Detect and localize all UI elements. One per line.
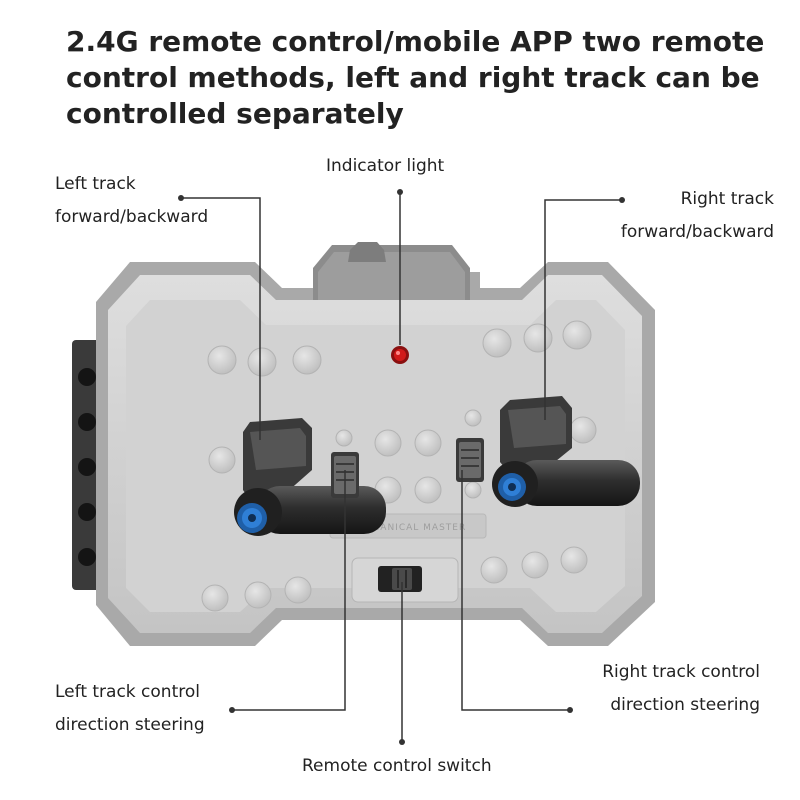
headline-line-3: controlled separately bbox=[66, 97, 404, 130]
callout-remote-switch: Remote control switch bbox=[302, 750, 492, 783]
callout-right-track-line-2: forward/backward bbox=[620, 222, 774, 242]
leader-lines bbox=[181, 192, 622, 742]
power-switch[interactable] bbox=[351, 557, 459, 603]
callout-left-track-line-2: forward/backward bbox=[55, 207, 209, 227]
callout-indicator-line-1: Indicator light bbox=[326, 156, 445, 176]
callout-left-steering-line-2: direction steering bbox=[55, 715, 205, 735]
callout-right-steering-line-2: direction steering bbox=[610, 695, 760, 715]
emboss-text: MECHANICAL MASTER bbox=[350, 523, 466, 533]
callout-left-steering-line-1: Left track control bbox=[55, 682, 200, 702]
indicator-light bbox=[391, 346, 409, 364]
callout-left-steering: Left track control direction steering bbox=[55, 676, 205, 742]
callout-right-track: Right track forward/backward bbox=[621, 183, 774, 249]
leader-right-steering bbox=[461, 470, 570, 711]
leader-left-steering bbox=[232, 470, 346, 711]
lego-studs bbox=[201, 320, 597, 612]
leader-dots bbox=[178, 189, 625, 745]
callout-left-track: Left track forward/backward bbox=[55, 168, 208, 234]
callout-right-track-line-1: Right track bbox=[680, 189, 774, 209]
callout-indicator-light: Indicator light bbox=[326, 150, 444, 183]
callout-right-steering: Right track control direction steering bbox=[602, 656, 760, 722]
right-steering-switch[interactable] bbox=[456, 438, 484, 482]
callout-switch-line-1: Remote control switch bbox=[302, 756, 492, 776]
callout-left-track-line-1: Left track bbox=[55, 174, 136, 194]
side-connector-panel bbox=[72, 340, 102, 590]
headline-line-2: control methods, left and right track ca… bbox=[66, 61, 760, 94]
headline: 2.4G remote control/mobile APP two remot… bbox=[66, 24, 766, 132]
headline-line-1: 2.4G remote control/mobile APP two remot… bbox=[66, 25, 765, 58]
top-cap bbox=[313, 242, 470, 300]
leader-right-track bbox=[544, 199, 622, 420]
right-track-lever[interactable] bbox=[492, 396, 640, 507]
leader-left-track bbox=[181, 197, 261, 440]
callout-right-steering-line-1: Right track control bbox=[602, 662, 760, 682]
